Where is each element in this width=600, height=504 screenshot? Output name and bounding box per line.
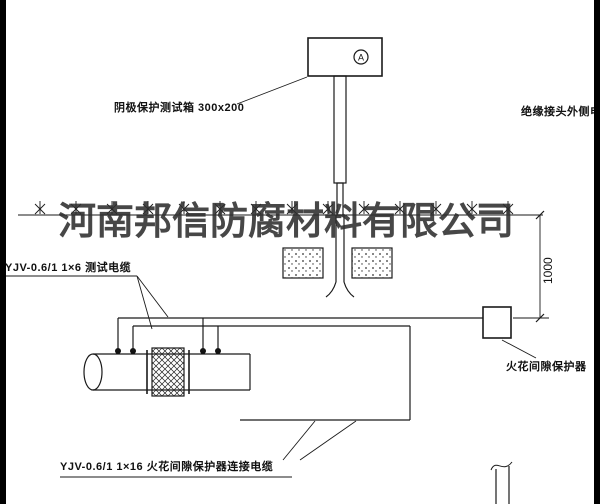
conduit-lower: [336, 182, 344, 216]
foundation-right: [351, 247, 393, 279]
test-cable-leader-2: [136, 275, 153, 330]
test-cable-label: YJV-0.6/1 1×6 测试电缆: [5, 262, 132, 274]
insulation-cable-label-clip: 绝缘接头外侧电缆: [521, 102, 595, 120]
linework: [5, 37, 549, 504]
test-box-label: 阴极保护测试箱 300x200: [114, 102, 245, 114]
foundation-left: [282, 247, 324, 279]
meter-circle-icon: [353, 49, 369, 65]
protector-label-leader: [501, 339, 537, 359]
dimension-tick-top: [535, 210, 545, 220]
protector-cable-leader-2: [299, 420, 357, 461]
protector-cable-label: YJV-0.6/1 1×16 火花间隙保护器连接电缆: [60, 461, 274, 473]
scan-edge-right: [594, 0, 600, 504]
insulation-cable-label: 绝缘接头外侧电缆: [521, 106, 595, 118]
cable-exit-right: [343, 281, 355, 298]
protector-cable-leader-1: [282, 420, 316, 461]
test-cable-leader-1: [136, 275, 169, 318]
riser-break: [490, 461, 513, 471]
pipe-end-cap: [83, 353, 103, 391]
dimension-tick-bottom: [535, 313, 545, 323]
spark-gap-protector: [482, 306, 512, 339]
riser-symbol: [495, 466, 510, 504]
insulating-joint: [151, 347, 185, 397]
spark-gap-protector-label: 火花间隙保护器: [506, 361, 587, 373]
test-box-leader: [236, 76, 308, 105]
test-box: [307, 37, 383, 77]
scan-edge-left: [0, 0, 6, 504]
conduit-upper: [333, 75, 347, 184]
dimension-text: 1000: [541, 257, 555, 284]
meter-symbol: A: [358, 53, 364, 63]
ground-hatch-symbols: [34, 200, 514, 215]
cable-exit-left: [325, 281, 337, 298]
